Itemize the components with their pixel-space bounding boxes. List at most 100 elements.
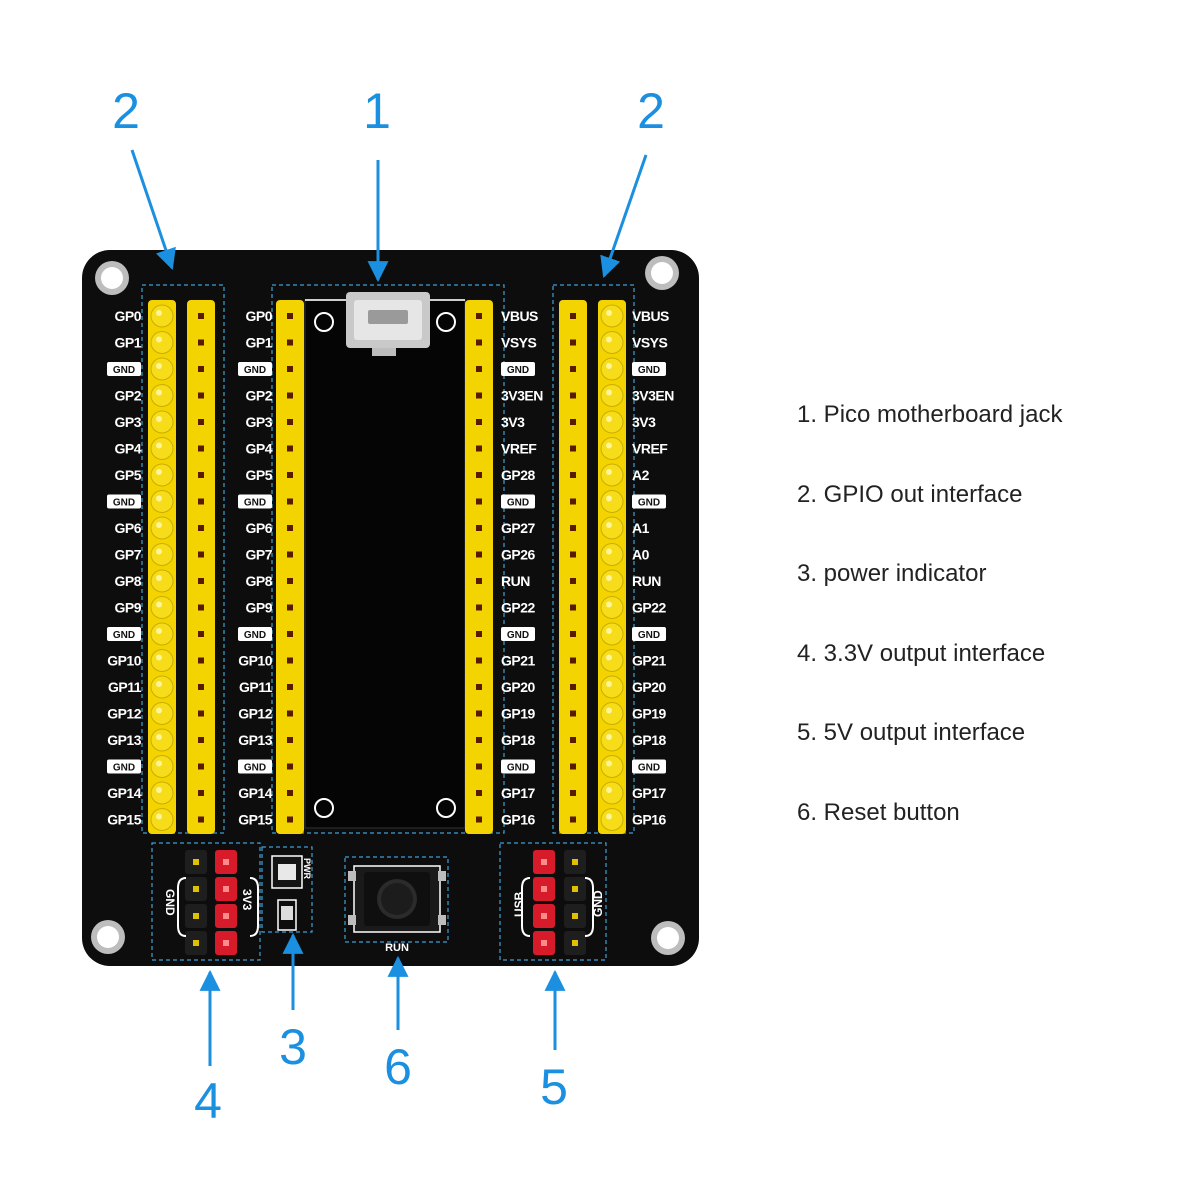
header-pin	[600, 569, 624, 593]
header-socket	[287, 339, 293, 346]
inner_left-label: GND	[244, 630, 266, 641]
gnd-silk-label: GND	[163, 889, 177, 916]
outer_left-label: GP15	[107, 812, 142, 828]
header-socket	[287, 631, 293, 637]
male-pin-header	[598, 300, 626, 834]
header-socket	[198, 392, 204, 399]
pin-labels: GP0GP1GNDGP2GP3GP4GP5GNDGP6GP7GP8GP9GNDG…	[107, 308, 675, 828]
callout-4: 4	[194, 1073, 222, 1129]
pin-headers	[148, 300, 626, 834]
header-pin	[600, 463, 624, 487]
header-socket	[287, 498, 293, 505]
usb-connector-icon	[346, 292, 430, 356]
header-socket	[570, 419, 576, 425]
outer_left-label: GP1	[114, 335, 141, 351]
callout-3: 3	[279, 1019, 307, 1075]
header-socket	[570, 392, 576, 399]
header-socket	[476, 419, 482, 425]
header-socket	[287, 737, 293, 743]
header-pin	[600, 649, 624, 672]
header-socket	[198, 419, 204, 425]
header-socket	[198, 366, 204, 372]
header-pin	[600, 755, 624, 778]
header-socket	[287, 578, 293, 584]
inner_right-label: GP18	[501, 732, 536, 748]
outer_right-label: A2	[632, 467, 650, 483]
header-socket	[287, 445, 293, 452]
inner_right-label: GND	[507, 498, 529, 509]
header-pin	[150, 728, 174, 752]
header-socket	[287, 684, 293, 690]
header-socket	[476, 657, 482, 664]
header-pin	[150, 675, 174, 699]
inner_right-label: GND	[507, 630, 529, 641]
header-pin	[600, 384, 624, 407]
header-socket	[476, 339, 482, 346]
header-socket	[198, 657, 204, 664]
header-pin	[150, 702, 174, 725]
gnd-label-box	[501, 494, 535, 509]
outer_right-label: 3V3EN	[632, 388, 674, 404]
inner_right-label: GP16	[501, 812, 536, 828]
header-socket	[287, 472, 293, 478]
header-socket	[570, 525, 576, 531]
header-pin	[150, 755, 174, 778]
header-socket	[570, 445, 576, 452]
header-socket	[476, 313, 482, 319]
header-pin	[600, 808, 624, 831]
header-socket	[570, 631, 576, 637]
usb-silk-label: USB	[512, 891, 526, 917]
header-socket	[287, 313, 293, 319]
gnd-label-box	[501, 362, 535, 376]
inner_right-label: GP19	[501, 706, 536, 722]
header-pin	[150, 808, 174, 831]
header-socket	[476, 498, 482, 505]
outer_left-label: GP6	[114, 520, 141, 536]
header-socket	[570, 339, 576, 346]
header-socket	[198, 631, 204, 637]
header-pin	[150, 781, 174, 805]
header-socket	[198, 445, 204, 452]
power-output-3v3: GND 3V3	[163, 850, 259, 955]
mounting-hole-icon	[95, 261, 129, 295]
header-socket	[570, 763, 576, 770]
inner_right-label: 3V3	[501, 414, 525, 430]
outer_right-label: GP16	[632, 812, 667, 828]
inner_right-label: VREF	[501, 441, 537, 457]
header-socket	[570, 710, 576, 717]
header-socket	[287, 525, 293, 531]
header-pin	[600, 596, 624, 619]
header-pin	[600, 702, 624, 725]
inner_right-label: GP22	[501, 600, 536, 616]
inner_left-label: GP13	[238, 732, 273, 748]
header-pin	[150, 463, 174, 487]
outer_right-label: GP19	[632, 706, 667, 722]
outer_right-label: A1	[632, 520, 650, 536]
header-pin	[150, 569, 174, 593]
header-socket	[287, 604, 293, 611]
gnd-label-box	[632, 759, 666, 774]
header-pin	[150, 437, 174, 460]
mounting-hole-icon	[645, 256, 679, 290]
outer_right-label: RUN	[632, 573, 661, 589]
gnd-label-box	[632, 627, 666, 641]
female-pin-header	[187, 300, 215, 834]
gnd-label-box	[107, 759, 141, 774]
header-socket	[287, 763, 293, 770]
inner_right-label: GP20	[501, 679, 536, 695]
callout-1: 1	[363, 83, 391, 139]
header-socket	[476, 763, 482, 770]
header-pin	[600, 410, 624, 434]
callout-6: 6	[384, 1039, 412, 1095]
header-pin	[600, 622, 624, 646]
gnd-label-box	[238, 627, 272, 641]
header-socket	[198, 790, 204, 796]
header-socket	[476, 684, 482, 690]
gnd-label-box	[107, 494, 141, 509]
header-pin	[150, 490, 174, 513]
gnd-label-box	[632, 494, 666, 509]
header-socket	[476, 578, 482, 584]
header-socket	[198, 339, 204, 346]
outer_right-label: VSYS	[632, 335, 668, 351]
gnd-label-box	[501, 759, 535, 774]
